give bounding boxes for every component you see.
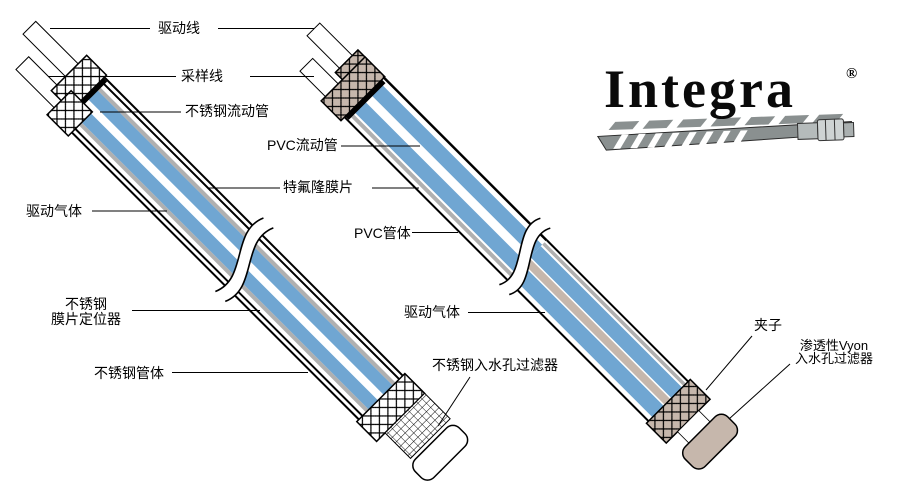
integra-logo: Integra ® <box>604 60 874 150</box>
label-pvc-flow-tube: PVC流动管 <box>267 137 338 153</box>
label-ss-inlet-filter: 不锈钢入水孔过滤器 <box>432 357 558 373</box>
right-inner-tan-strip <box>523 257 671 405</box>
label-teflon-membrane: 特氟隆膜片 <box>283 179 353 195</box>
right-vyon-cap <box>681 413 739 470</box>
right-probe <box>299 22 739 470</box>
label-vyon-filter: 渗透性Vyon 入水孔过滤器 <box>788 339 880 365</box>
label-ss-positioner-line2: 膜片定位器 <box>51 311 121 327</box>
label-drive-gas-left: 驱动气体 <box>26 203 82 219</box>
label-ss-positioner-line1: 不锈钢 <box>65 296 107 312</box>
logo-cable-graphic <box>596 113 855 151</box>
label-ss-flow-tube: 不锈钢流动管 <box>185 103 269 119</box>
label-vyon-line1: 渗透性Vyon <box>799 338 869 353</box>
label-pvc-body: PVC管体 <box>354 225 411 241</box>
left-probe <box>15 20 469 481</box>
left-top-crosshatch-band-inner <box>46 89 94 138</box>
label-drive-gas-right: 驱动气体 <box>404 304 460 320</box>
logo-dash-row <box>608 113 844 131</box>
leader-lines <box>48 28 791 427</box>
logo-cable-slashes <box>613 130 748 149</box>
label-ss-positioner: 不锈钢 膜片定位器 <box>44 297 128 327</box>
right-break-wave <box>499 217 551 296</box>
registered-trademark-symbol: ® <box>846 66 858 82</box>
right-top-crosshatch-band <box>320 55 386 122</box>
left-drive-gas-channel-2 <box>85 87 393 395</box>
label-sample-line: 采样线 <box>181 68 223 84</box>
left-inlet-mesh-filter <box>384 392 451 460</box>
integra-logo-wordmark: Integra <box>604 59 796 119</box>
right-probe-body-upper <box>343 76 551 284</box>
left-break-wave <box>215 217 274 303</box>
left-drive-gas-channel <box>70 101 378 410</box>
label-drive-line: 驱动线 <box>158 20 200 36</box>
label-clamp: 夹子 <box>754 317 782 333</box>
label-ss-body: 不锈钢管体 <box>94 365 164 381</box>
logo-connector-tip <box>842 121 855 138</box>
right-probe-body-lower <box>506 239 689 422</box>
label-vyon-line2: 入水孔过滤器 <box>794 351 873 366</box>
left-end-cap <box>412 424 469 481</box>
